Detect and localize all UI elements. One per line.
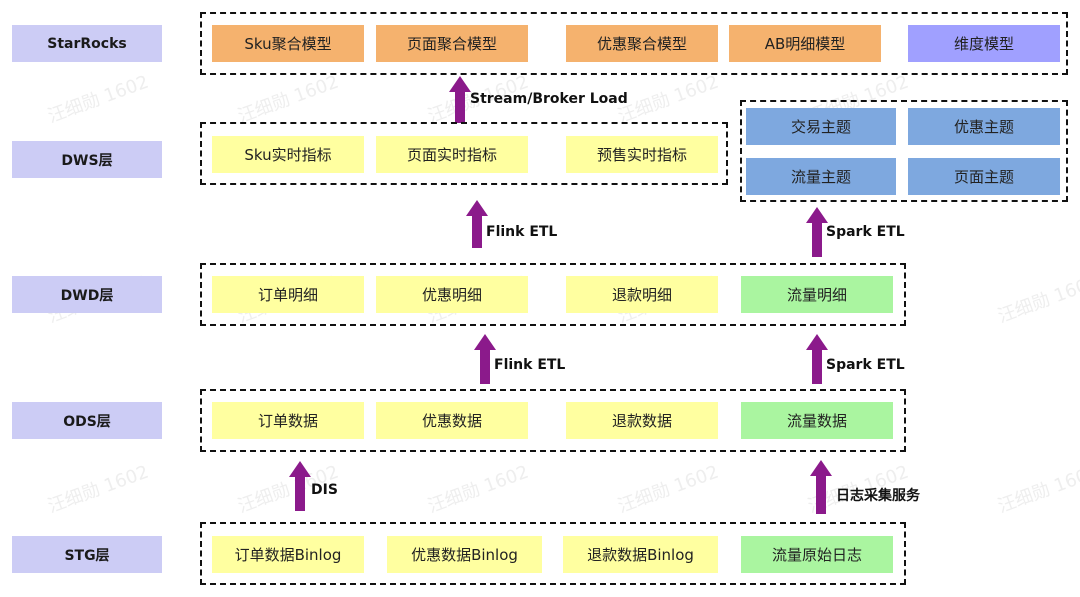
watermark: 汪细勋 1602 bbox=[45, 71, 152, 128]
spark-etl-arrow-lower bbox=[806, 334, 828, 384]
watermark: 汪细勋 1602 bbox=[235, 71, 342, 128]
flink-etl-arrow-lower bbox=[474, 334, 496, 384]
refund-data-box: 退款数据 bbox=[566, 402, 718, 439]
watermark: 汪细勋 1602 bbox=[425, 461, 532, 518]
refund-binlog-box: 退款数据Binlog bbox=[563, 536, 718, 573]
dwd-group bbox=[200, 263, 906, 326]
log-collection-arrow bbox=[810, 460, 832, 514]
traffic-raw-log-box: 流量原始日志 bbox=[741, 536, 893, 573]
order-data-box: 订单数据 bbox=[212, 402, 364, 439]
ods-group bbox=[200, 389, 906, 452]
promo-binlog-box: 优惠数据Binlog bbox=[387, 536, 542, 573]
order-detail-box: 订单明细 bbox=[212, 276, 364, 313]
watermark: 汪细勋 1602 bbox=[45, 461, 152, 518]
sku-aggregate-model-box: Sku聚合模型 bbox=[212, 25, 364, 62]
layer-label-dwd: DWD层 bbox=[12, 276, 162, 313]
layer-label-dws: DWS层 bbox=[12, 141, 162, 178]
flink-etl-label-lower: Flink ETL bbox=[494, 357, 566, 373]
traffic-data-box: 流量数据 bbox=[741, 402, 893, 439]
stg-group bbox=[200, 522, 906, 585]
page-aggregate-model-box: 页面聚合模型 bbox=[376, 25, 528, 62]
starrocks-group bbox=[200, 12, 1068, 75]
promo-aggregate-model-box: 优惠聚合模型 bbox=[566, 25, 718, 62]
trade-topic-box: 交易主题 bbox=[746, 108, 896, 145]
refund-detail-box: 退款明细 bbox=[566, 276, 718, 313]
watermark: 汪细勋 1602 bbox=[995, 461, 1080, 518]
flink-etl-arrow-upper bbox=[466, 200, 488, 248]
layer-label-starrocks: StarRocks bbox=[12, 25, 162, 62]
sku-realtime-metric-box: Sku实时指标 bbox=[212, 136, 364, 173]
dws-group bbox=[200, 122, 728, 185]
promo-data-box: 优惠数据 bbox=[376, 402, 528, 439]
spark-etl-label-upper: Spark ETL bbox=[826, 224, 905, 240]
page-realtime-metric-box: 页面实时指标 bbox=[376, 136, 528, 173]
layer-label-ods: ODS层 bbox=[12, 402, 162, 439]
order-binlog-box: 订单数据Binlog bbox=[212, 536, 364, 573]
watermark: 汪细勋 1602 bbox=[995, 271, 1080, 328]
log-collection-label: 日志采集服务 bbox=[836, 488, 920, 504]
traffic-topic-box: 流量主题 bbox=[746, 158, 896, 195]
spark-etl-arrow-upper bbox=[806, 207, 828, 257]
traffic-detail-box: 流量明细 bbox=[741, 276, 893, 313]
ab-detail-model-box: AB明细模型 bbox=[729, 25, 881, 62]
dimension-model-box: 维度模型 bbox=[908, 25, 1060, 62]
promo-topic-box: 优惠主题 bbox=[908, 108, 1060, 145]
dis-arrow bbox=[289, 461, 311, 511]
dis-label: DIS bbox=[311, 482, 338, 498]
dws-topics-group bbox=[740, 100, 1068, 202]
watermark: 汪细勋 1602 bbox=[615, 71, 722, 128]
watermark: 汪细勋 1602 bbox=[615, 461, 722, 518]
stream-broker-load-arrow bbox=[449, 76, 471, 123]
flink-etl-label-upper: Flink ETL bbox=[486, 224, 558, 240]
stream-broker-load-label: Stream/Broker Load bbox=[470, 91, 628, 107]
presale-realtime-metric-box: 预售实时指标 bbox=[566, 136, 718, 173]
page-topic-box: 页面主题 bbox=[908, 158, 1060, 195]
spark-etl-label-lower: Spark ETL bbox=[826, 357, 905, 373]
promo-detail-box: 优惠明细 bbox=[376, 276, 528, 313]
layer-label-stg: STG层 bbox=[12, 536, 162, 573]
